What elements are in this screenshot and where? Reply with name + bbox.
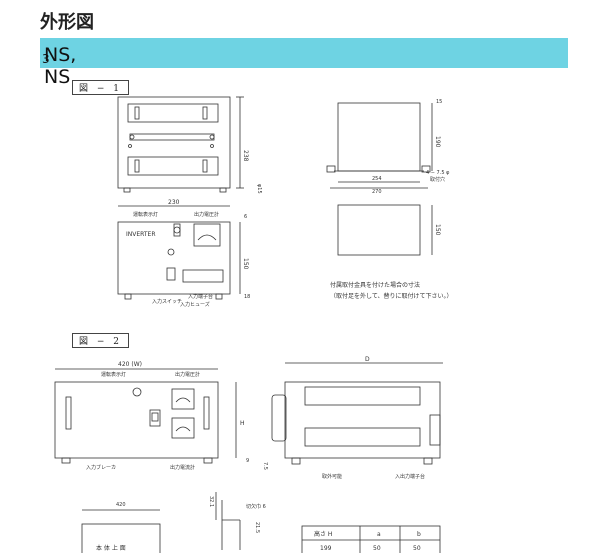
fig1-note1: 付属取付金具を付けた場合の寸法 — [330, 281, 420, 289]
fig1-front-view: 230 — [117, 199, 241, 300]
fig1-side-254: 254 — [372, 176, 382, 182]
fig2-side-view — [271, 362, 443, 465]
fig1-in-switch: 入力スイッチ — [152, 298, 182, 305]
table-cell-a: 50 — [373, 545, 381, 552]
fig2-dim-9: 9 — [246, 458, 249, 464]
fig2-215: 21.5 — [254, 522, 260, 533]
table-header-a: a — [377, 531, 381, 538]
fig1-in-terminal: 入力端子台 — [188, 293, 213, 300]
fig2-front-view — [54, 368, 237, 464]
table-cell-h: 199 — [320, 545, 332, 552]
fig1-dim-6: 6 — [244, 214, 247, 220]
fig1-dim-238: 238 — [242, 150, 249, 162]
fig2-dim-75: 7.5 — [262, 462, 268, 470]
fig1-side-270: 270 — [372, 189, 382, 195]
fig1-side-view — [326, 102, 433, 256]
fig1-side-hole2: 取付穴 — [430, 176, 445, 183]
fig1-side-190: 190 — [434, 136, 441, 148]
fig2-breaker: 入力ブレーカ — [86, 464, 116, 471]
fig2-out-volt: 出力電圧計 — [175, 371, 200, 378]
brand-label: INVERTER — [126, 231, 156, 238]
fig2-run-lamp: 運転表示灯 — [101, 371, 126, 378]
table-header-h: 高さ H — [314, 530, 332, 538]
fig1-side2-150: 150 — [434, 224, 441, 236]
model-text: NS, NS — [44, 44, 77, 88]
fig2-depth: D — [365, 356, 370, 363]
page-title: 外形図 — [40, 12, 94, 33]
fig1-run-lamp: 運転表示灯 — [133, 211, 158, 218]
model-subscript: 3 — [42, 51, 50, 66]
fig1-top-view — [117, 96, 244, 193]
fig2-io-terminal: 入出力端子台 — [395, 473, 425, 480]
table-header-b: b — [417, 531, 421, 538]
dimension-table — [301, 525, 441, 553]
figure-2-label: 図 − 2 — [72, 333, 129, 348]
fig1-out-meter: 出力電圧計 — [194, 211, 219, 218]
fig2-bottom-420: 420 — [116, 502, 126, 508]
fig2-h: H — [240, 420, 245, 427]
fig1-dim-18: 18 — [244, 294, 250, 300]
fig1-dim-150: 150 — [242, 258, 249, 270]
fig1-in-fuse: 入力ヒューズ — [180, 301, 210, 308]
fig2-body-label: 本 体 上 面 — [96, 544, 126, 552]
fig2-handle: 取外可能 — [322, 473, 342, 480]
fig2-width: 420 (W) — [118, 361, 142, 368]
fig1-dim-230: 230 — [168, 199, 180, 206]
fig1-side-15: 15 — [436, 99, 442, 105]
fig1-side-hole: 4 − 7.5 φ — [426, 170, 450, 176]
fig2-out-amp: 出力電流計 — [170, 464, 195, 471]
fig2-bottom-view — [81, 492, 241, 553]
fig2-cut: 切欠巾 6 — [246, 503, 266, 510]
fig2-321: 32.1 — [208, 496, 214, 507]
fig1-note2: （取付足を外して、替りに取付けて下さい。） — [330, 292, 453, 300]
table-cell-b: 50 — [413, 545, 421, 552]
figure-1-label: 図 − 1 — [72, 80, 129, 95]
fig1-dim-foot: φ15 — [256, 184, 262, 194]
